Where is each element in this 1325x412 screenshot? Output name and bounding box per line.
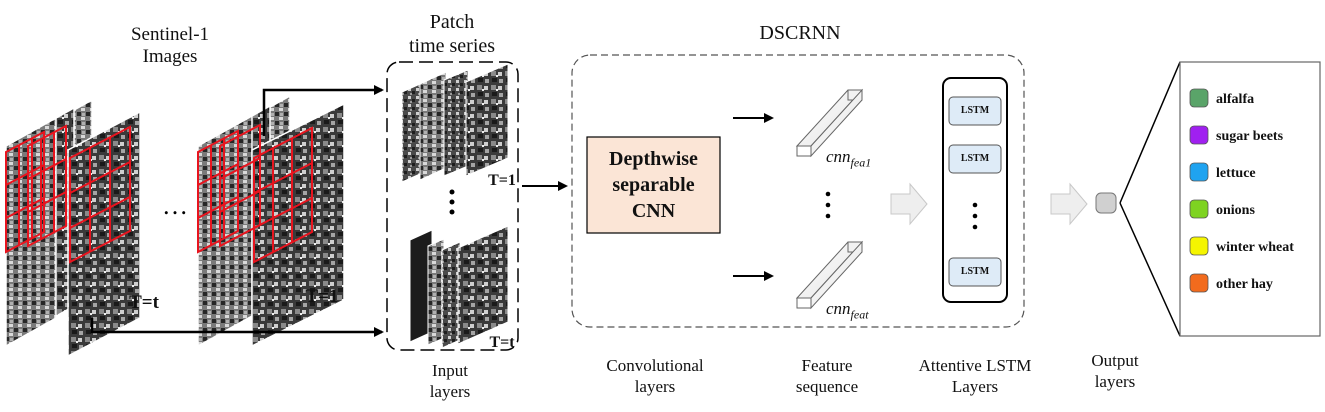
caption-lstm-line2: Layers (951, 377, 999, 396)
caption-feat-line2: sequence (795, 377, 859, 396)
caption-feature-seq: Feature sequence (772, 355, 882, 397)
arrow-stack-to-patch-top (262, 85, 384, 136)
patch-stack-top (401, 63, 509, 183)
class-legend: alfalfa sugar beets lettuce onions winter wh… (1189, 88, 1294, 293)
lstm-column-box (942, 77, 1008, 303)
patch-vertical-dots (449, 189, 455, 215)
patch-label-top: T=1 (488, 172, 516, 189)
lstm-vertical-dots (972, 202, 978, 230)
sentinel-title: Sentinel-1 Images (115, 24, 225, 68)
block-arrow-feature-to-lstm (890, 182, 928, 226)
stack-left-layer-4 (67, 110, 141, 358)
image-stack-left (5, 98, 141, 358)
feature-last-sub: feat (850, 307, 869, 322)
caption-conv-line2: layers (634, 377, 676, 396)
legend-swatch (1189, 125, 1209, 145)
stack-label-left: T=t (129, 292, 159, 313)
arrow-stack-to-patch-bottom (90, 318, 384, 337)
depthwise-cnn-label: Depthwise separable CNN (587, 146, 720, 224)
caption-out-line1: Output (1091, 351, 1139, 370)
image-stack-right (197, 94, 345, 348)
legend-item: other hay (1189, 273, 1273, 293)
caption-output-layers: Output layers (1075, 350, 1155, 392)
cnn-line1: Depthwise (609, 148, 698, 170)
legend-swatch (1189, 273, 1209, 293)
lstm-cell-1 (948, 96, 1002, 126)
legend-label: lettuce (1216, 166, 1256, 181)
lstm-cell-2-label: LSTM (960, 153, 990, 164)
feature-prism-first (795, 88, 864, 158)
caption-input-line1: Input (432, 361, 468, 380)
cnn-line2: separable (612, 174, 695, 196)
legend-item: sugar beets (1189, 125, 1284, 145)
patch-label-bottom: T=t (489, 334, 515, 351)
feature-first-sub: fea1 (850, 155, 872, 170)
legend-label: onions (1216, 203, 1255, 218)
legend-label: alfalfa (1216, 92, 1254, 107)
red-patch-grid-left (5, 124, 131, 264)
legend-item: winter wheat (1189, 236, 1294, 256)
patch-stack-bottom (409, 225, 509, 349)
stack-label-right: T=1 (305, 286, 339, 307)
legend-item: lettuce (1189, 162, 1256, 182)
block-arrow-lstm-to-output (1050, 182, 1088, 226)
feature-label-last: cnnfeat (826, 298, 926, 325)
output-connector-top (1119, 61, 1181, 204)
legend-label: sugar beets (1216, 129, 1284, 144)
dscrnn-title: DSCRNN (759, 22, 841, 44)
lstm-cell-3 (948, 257, 1002, 287)
legend-swatch (1189, 162, 1209, 182)
caption-lstm-line1: Attentive LSTM (918, 356, 1032, 375)
depthwise-cnn-box (586, 136, 721, 234)
caption-input-layers: Input layers (405, 360, 495, 402)
caption-conv-line1: Convolutional (606, 356, 704, 375)
lstm-cell-2 (948, 144, 1002, 174)
caption-conv-layers: Convolutional layers (585, 355, 725, 397)
legend-swatch (1189, 199, 1209, 219)
legend-item: alfalfa (1189, 88, 1254, 108)
patch-title: Patch time series (392, 10, 512, 58)
caption-input-line2: layers (429, 382, 471, 401)
patch-series-box (386, 61, 519, 351)
feature-vertical-dots (825, 191, 831, 219)
lstm-cell-3-label: LSTM (960, 266, 990, 277)
output-node (1095, 192, 1117, 214)
caption-out-line2: layers (1094, 372, 1136, 391)
legend-item: onions (1189, 199, 1255, 219)
feature-prism-last (795, 240, 864, 310)
dscrnn-box (571, 54, 1025, 328)
legend-label: other hay (1216, 277, 1273, 292)
stack-ellipsis: … (162, 191, 188, 220)
output-connector-bottom (1119, 202, 1181, 337)
cnn-line3: CNN (631, 200, 676, 222)
feature-label-first: cnnfea1 (826, 146, 926, 173)
legend-swatch (1189, 236, 1209, 256)
legend-label: winter wheat (1216, 240, 1294, 255)
caption-lstm-layers: Attentive LSTM Layers (900, 355, 1050, 397)
red-patch-grid-right (197, 123, 313, 264)
sentinel-title-line1: Sentinel-1 (130, 24, 210, 45)
stack-right-layer-4 (251, 102, 345, 348)
patch-title-line2: time series (408, 35, 496, 57)
feature-first-base: cnn (826, 147, 851, 166)
patch-title-line1: Patch (429, 11, 475, 33)
lstm-cell-1-label: LSTM (960, 105, 990, 116)
legend-swatch (1189, 88, 1209, 108)
caption-feat-line1: Feature (801, 356, 853, 375)
sentinel-title-line2: Images (142, 46, 198, 67)
feature-last-base: cnn (826, 299, 851, 318)
